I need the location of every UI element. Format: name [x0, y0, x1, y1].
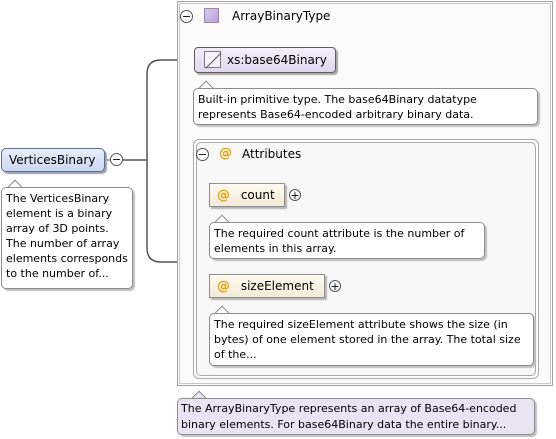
primitive-type-name: xs:base64Binary: [227, 53, 327, 67]
expand-sizeelement-icon[interactable]: +: [329, 280, 341, 293]
connector-branch-to-attributes: [146, 160, 193, 263]
element-verticesbinary-node[interactable]: VerticesBinary: [1, 148, 105, 172]
element-name: VerticesBinary: [9, 153, 96, 167]
element-doc: The VerticesBinary element is a binary a…: [1, 187, 133, 289]
attributes-group-icon: @: [219, 146, 232, 161]
attribute-sizeelement-doc: The required sizeElement attribute shows…: [209, 313, 534, 366]
collapse-attributes-icon[interactable]: −: [196, 148, 209, 161]
complex-type-name: ArrayBinaryType: [232, 9, 331, 23]
attribute-sizeelement-node[interactable]: @ sizeElement: [209, 274, 325, 298]
complex-type-icon: [204, 8, 219, 23]
collapse-element-icon[interactable]: −: [110, 153, 123, 166]
attribute-count-doc: The required count attribute is the numb…: [209, 222, 485, 259]
primitive-doc: Built-in primitive type. The base64Binar…: [193, 88, 538, 125]
complex-type-doc: The ArrayBinaryType represents an array …: [177, 398, 535, 435]
primitive-type-icon: [204, 51, 222, 69]
attribute-count-icon: @: [217, 188, 230, 203]
attribute-count-name: count: [240, 188, 275, 202]
attribute-sizeelement-name: sizeElement: [240, 279, 314, 293]
expand-count-icon[interactable]: +: [289, 189, 301, 202]
connector-branch-to-primitive: [146, 59, 194, 160]
attributes-group-label: Attributes: [242, 147, 302, 161]
attribute-sizeelement-icon: @: [217, 279, 230, 294]
attribute-count-node[interactable]: @ count: [209, 183, 285, 207]
collapse-type-icon[interactable]: −: [180, 10, 193, 23]
